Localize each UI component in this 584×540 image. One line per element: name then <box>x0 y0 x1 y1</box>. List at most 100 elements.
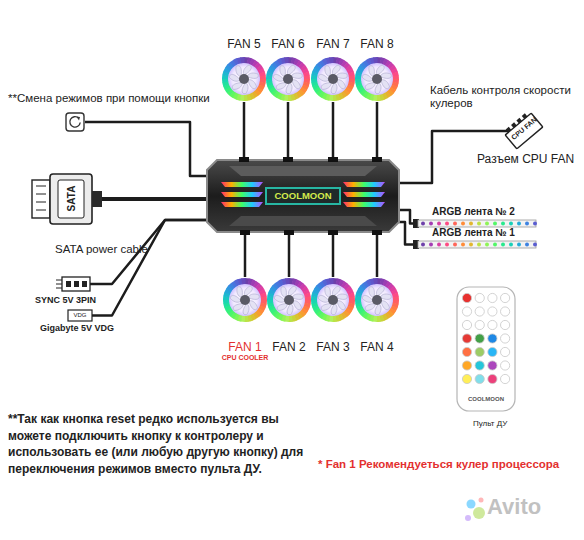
remote-button <box>501 374 510 383</box>
fan-ring <box>376 316 380 322</box>
watermark-logo <box>465 498 485 522</box>
strip-led <box>421 243 425 247</box>
remote-button <box>462 361 471 370</box>
remote-button <box>462 334 471 343</box>
strip-led <box>485 243 489 247</box>
sata-slot <box>36 194 46 195</box>
hub-bevel <box>229 216 377 226</box>
watermark-dot <box>467 500 476 509</box>
remote-button <box>501 361 510 370</box>
remote-button <box>462 307 471 316</box>
remote-button <box>488 347 497 356</box>
sata-housing <box>50 174 92 224</box>
watermark-dot <box>465 515 471 521</box>
strip-led <box>517 243 521 247</box>
cable <box>332 232 335 277</box>
strip-led <box>493 222 497 226</box>
connector-pin <box>511 122 517 128</box>
fan-glow <box>316 62 350 96</box>
fan-ring <box>240 57 244 63</box>
strip-led <box>485 222 489 226</box>
strip-led <box>461 222 465 226</box>
fan-ring <box>393 296 399 300</box>
fan-label: FAN 3 <box>303 340 363 354</box>
sata-slot <box>36 202 46 203</box>
fan-ring <box>349 75 355 79</box>
fan-ring <box>373 278 377 284</box>
hub-bevel <box>229 166 377 176</box>
remote-button <box>475 361 484 370</box>
remote-button <box>488 374 497 383</box>
fan-ring <box>285 278 289 284</box>
fan-ring <box>311 78 317 82</box>
remote-button <box>462 320 471 329</box>
fan-body <box>355 278 399 322</box>
fan-ring <box>261 296 267 300</box>
fan-icon: FAN 1CPU COOLER <box>221 277 269 363</box>
remote-button <box>462 374 471 383</box>
strip-led <box>477 222 481 226</box>
hub-body <box>207 160 399 232</box>
fan-icon: FAN 3 <box>309 277 357 363</box>
remote-button <box>488 334 497 343</box>
fan-icon: FAN 2 <box>265 277 313 363</box>
connector-pin <box>516 118 522 124</box>
fan-ring <box>222 78 228 82</box>
fan-ring <box>284 57 288 63</box>
plug-hole <box>82 281 87 287</box>
sync-connector: SYNC 5V 3PIN <box>62 277 90 291</box>
argb-strip: ARGB лента № 2 <box>418 220 536 227</box>
fan-note: CPU COOLER <box>209 354 281 361</box>
fan-label: FAN 6 <box>258 37 318 51</box>
rgb-bar <box>221 192 263 197</box>
fan-center <box>239 74 249 84</box>
remote-button <box>501 347 510 356</box>
remote-button <box>501 293 510 302</box>
node-shape <box>65 112 85 132</box>
fan-ring <box>355 299 361 303</box>
fan-center <box>284 295 294 305</box>
fan-icon: FAN 7 <box>309 36 357 102</box>
hub-port <box>239 157 249 162</box>
button-icon <box>70 117 80 127</box>
plug-pin <box>56 280 62 281</box>
fan-label: FAN 8 <box>347 37 407 51</box>
plug-body <box>62 277 90 291</box>
cpu-fan-connector: CPU FANРазъем CPU FAN <box>503 110 545 152</box>
fan-ring <box>393 75 399 79</box>
strip-body <box>418 241 536 248</box>
remote-button <box>475 307 484 316</box>
fan-hub: COOLMOON <box>207 160 399 232</box>
watermark: Avito <box>487 494 541 520</box>
fan-ring <box>376 95 380 101</box>
strip-led <box>421 222 425 226</box>
fan-ring <box>243 95 247 101</box>
remote-brand: COOLMOON <box>456 396 516 402</box>
strip-led <box>437 222 441 226</box>
fan-label: FAN 1 <box>215 340 275 354</box>
connector-caption: SYNC 5V 3PIN <box>35 295 96 305</box>
strip-led <box>493 243 497 247</box>
connector-pin <box>506 127 512 133</box>
rgb-bar <box>343 192 385 197</box>
fan-ring <box>332 316 336 322</box>
strip-led <box>445 222 449 226</box>
remote-button <box>475 347 484 356</box>
sata-connector: SATASATA power cable <box>30 172 102 226</box>
fan-ring <box>223 299 229 303</box>
remote-button <box>462 293 471 302</box>
fan-body <box>223 278 267 322</box>
cable <box>332 102 335 160</box>
plug-pin <box>56 284 62 285</box>
strip-led <box>525 243 529 247</box>
fan-center <box>328 295 338 305</box>
strip-led <box>445 243 449 247</box>
hub-port <box>328 157 338 162</box>
fan-icon: FAN 5 <box>220 36 268 102</box>
fan-center <box>283 74 293 84</box>
sata-mating <box>32 180 50 218</box>
hub-port <box>240 230 250 235</box>
fan-ring <box>355 78 361 82</box>
remote-button <box>475 334 484 343</box>
